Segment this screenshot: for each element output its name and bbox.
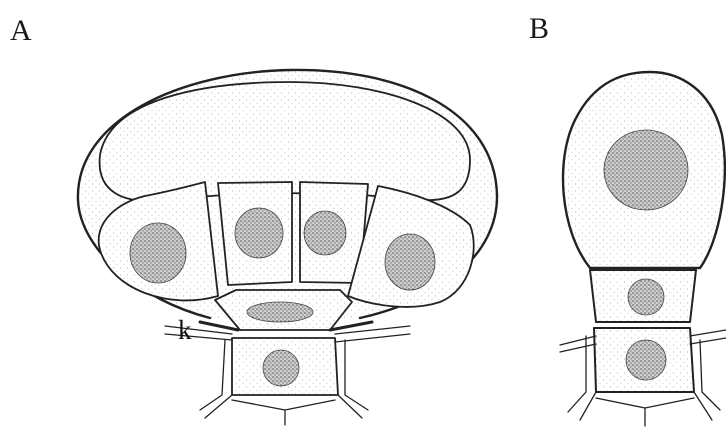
nucleus-b-middle <box>628 279 664 315</box>
panel-label-a: A <box>10 16 32 46</box>
nucleus-a-basal <box>247 302 313 322</box>
nucleus-a-right <box>385 234 435 290</box>
nucleus-a-mid-right <box>304 211 346 255</box>
nucleus-a-left <box>130 223 186 283</box>
nucleus-a-mid-left <box>235 208 283 258</box>
panel-label-b: B <box>529 14 549 44</box>
nucleus-b-apical <box>604 130 688 210</box>
nucleus-a-stalk <box>263 350 299 386</box>
nucleus-b-basal <box>626 340 666 380</box>
annotation-k: k <box>178 317 192 344</box>
